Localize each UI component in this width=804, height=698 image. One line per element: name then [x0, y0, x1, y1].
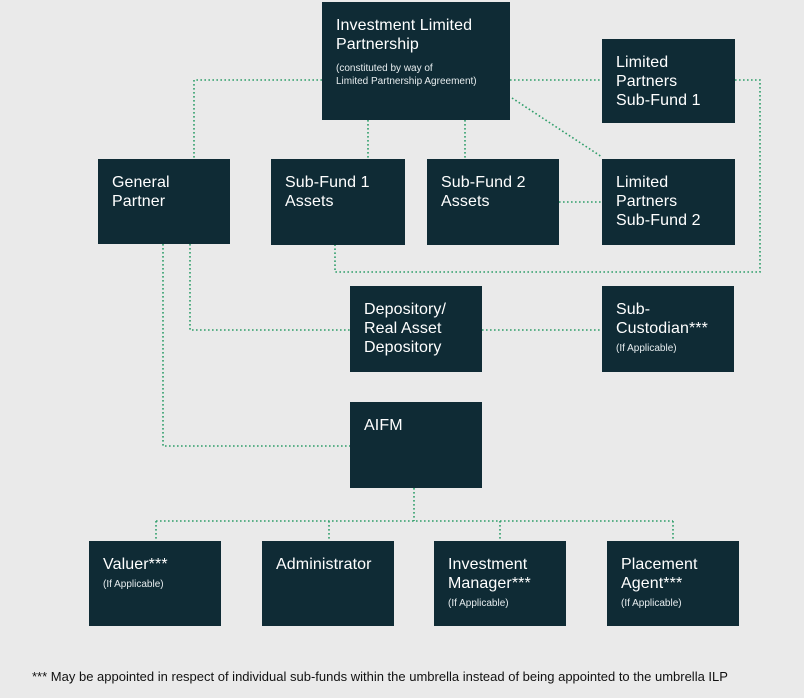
ilp-note: (constituted by way of Limited Partnersh… — [336, 63, 477, 87]
ilp-title: Investment Limited Partnership — [336, 17, 473, 53]
valuer-note: (If Applicable) — [103, 579, 164, 590]
administrator-box: Administrator — [262, 541, 394, 626]
lp-subfund1-box: Limited Partners Sub-Fund 1 — [602, 39, 735, 123]
lp-subfund1-title: Limited Partners Sub-Fund 1 — [616, 54, 701, 109]
subfund1-assets-title: Sub-Fund 1 Assets — [285, 174, 370, 210]
depository-title: Depository/ Real Asset Depository — [364, 301, 447, 356]
aifm-box: AIFM — [350, 402, 482, 488]
connector-gp-aifm — [162, 244, 350, 447]
subcustodian-note: (If Applicable) — [616, 343, 677, 354]
aifm-title: AIFM — [364, 417, 403, 434]
placement-agent-title: Placement Agent*** — [621, 556, 698, 592]
subfund1-assets-box: Sub-Fund 1 Assets — [271, 159, 405, 245]
valuer-title: Valuer*** — [103, 556, 168, 573]
investment-manager-box: Investment Manager*** (If Applicable) — [434, 541, 566, 626]
subcustodian-title: Sub- Custodian*** — [616, 301, 708, 337]
general-partner-box: General Partner — [98, 159, 230, 244]
connector-lp-subfund1-subfund1 — [334, 79, 761, 273]
depository-box: Depository/ Real Asset Depository — [350, 286, 482, 372]
placement-agent-box: Placement Agent*** (If Applicable) — [607, 541, 739, 626]
footnote: *** May be appointed in respect of indiv… — [32, 669, 728, 684]
placement-agent-note: (If Applicable) — [621, 598, 682, 609]
subcustodian-box: Sub- Custodian*** (If Applicable) — [602, 286, 734, 372]
lp-subfund2-title: Limited Partners Sub-Fund 2 — [616, 174, 701, 229]
lp-subfund2-box: Limited Partners Sub-Fund 2 — [602, 159, 735, 245]
connector-gp-depository — [189, 244, 350, 331]
general-partner-title: General Partner — [112, 174, 170, 210]
investment-manager-title: Investment Manager*** — [448, 556, 531, 592]
subfund2-assets-box: Sub-Fund 2 Assets — [427, 159, 559, 245]
investment-manager-note: (If Applicable) — [448, 598, 509, 609]
valuer-box: Valuer*** (If Applicable) — [89, 541, 221, 626]
administrator-title: Administrator — [276, 556, 372, 573]
connector-ilp-general-partner — [193, 79, 322, 160]
connector-ilp-lp-subfund2 — [511, 97, 603, 158]
ilp-box: Investment Limited Partnership (constitu… — [322, 2, 510, 120]
subfund2-assets-title: Sub-Fund 2 Assets — [441, 174, 526, 210]
